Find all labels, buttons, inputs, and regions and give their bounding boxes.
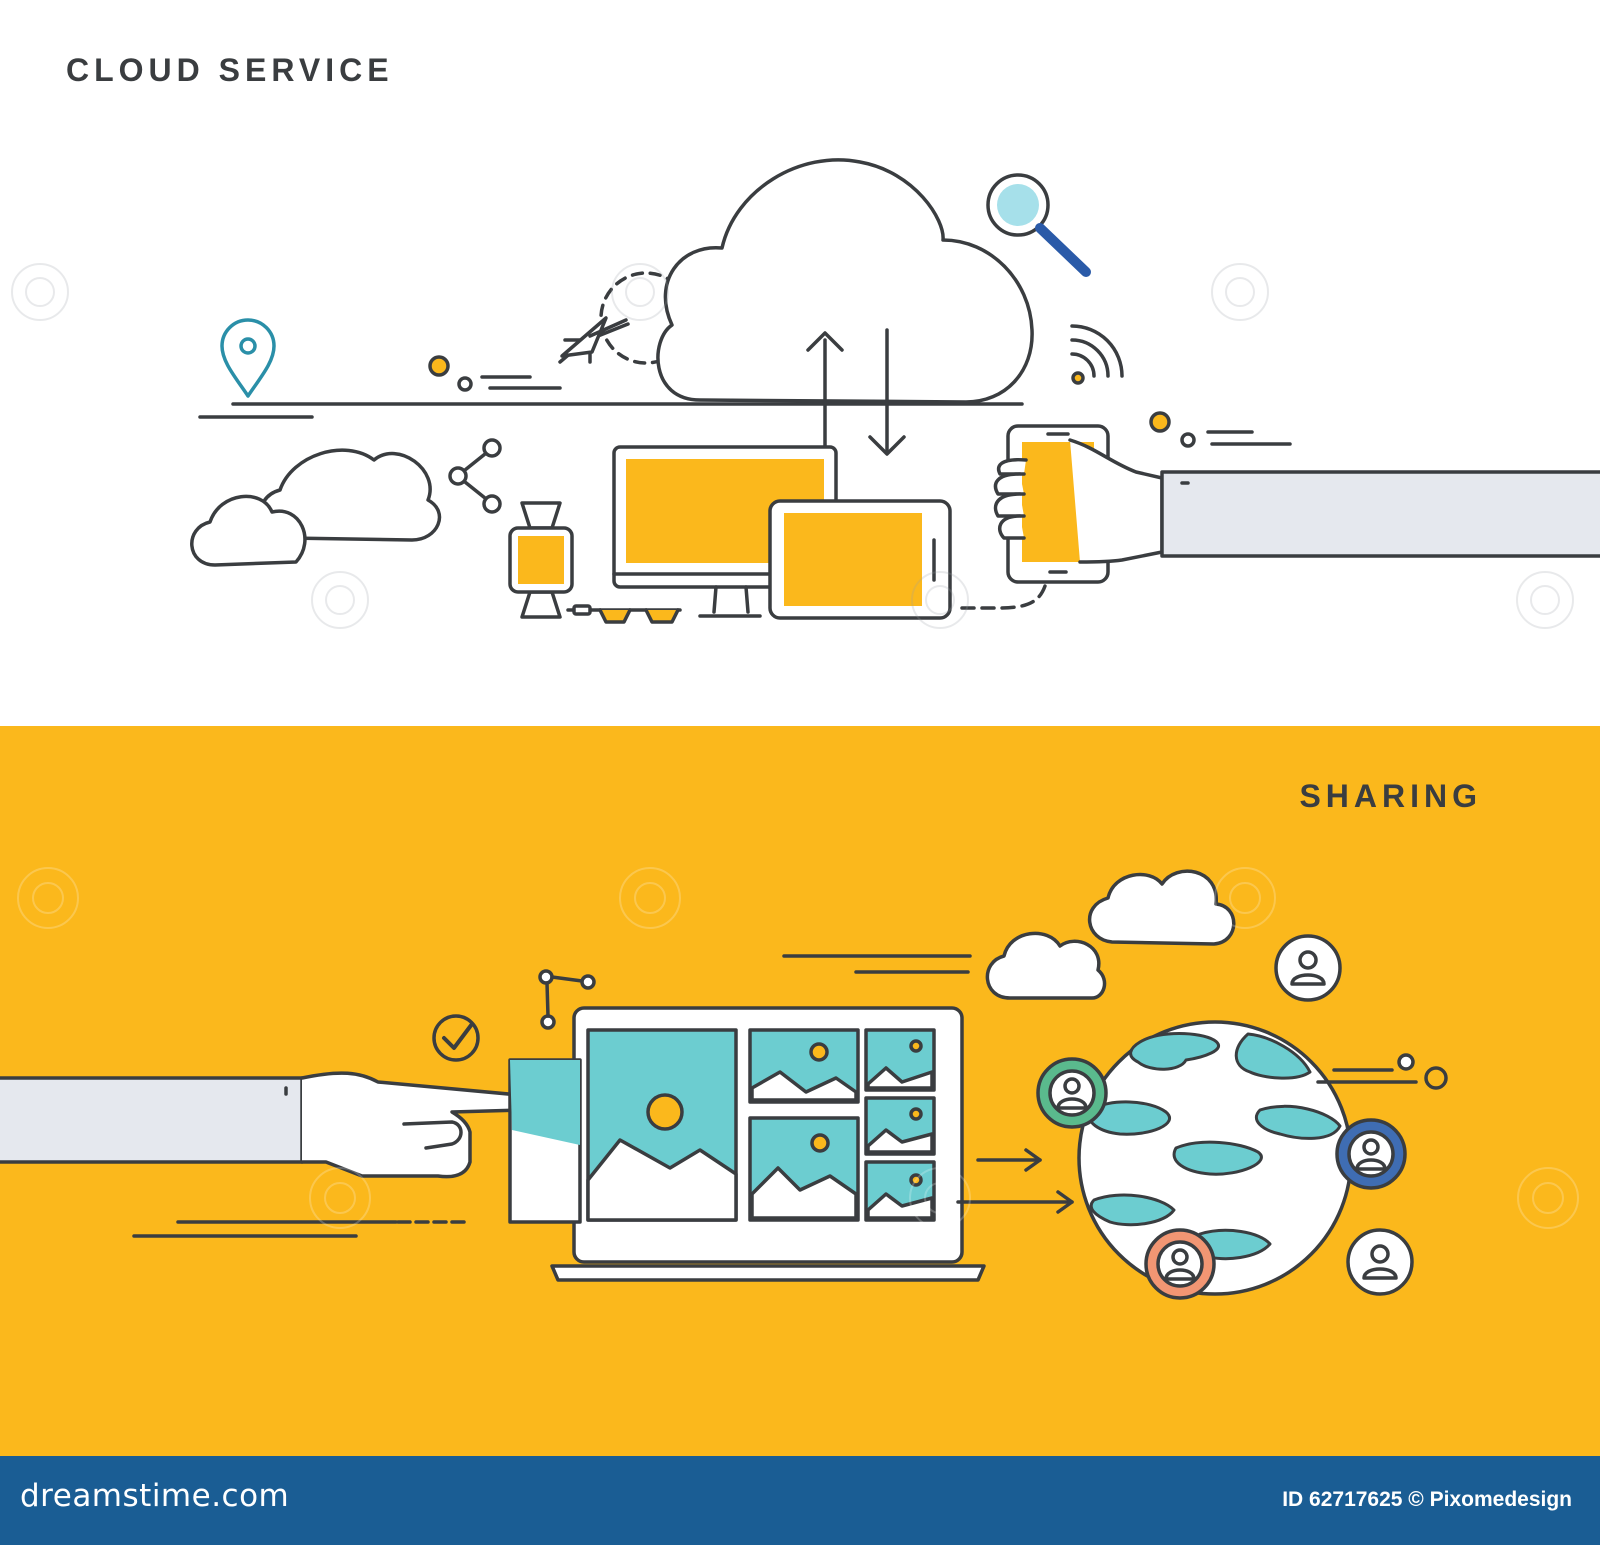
pointing-hand-icon [0,1071,535,1179]
checkmark-icon [432,1014,480,1062]
ground-line [198,402,1024,419]
user-avatar-icon [1335,1118,1407,1190]
node-graph-icon [538,969,596,1030]
cloud-icon [656,158,1034,404]
user-avatar-icon [1274,934,1342,1002]
cloud-service-title: CLOUD SERVICE [66,52,394,88]
glasses-icon [566,604,682,624]
location-pin-icon [220,318,276,398]
speed-lines [782,954,972,974]
footer-credit: ID 62717625 © Pixomedesign [1282,1488,1572,1511]
connector-dots [428,355,562,392]
small-clouds-icon [190,448,442,567]
wifi-icon [1070,324,1124,385]
user-avatar-icon [1144,1228,1216,1300]
tablet-icon [768,499,952,620]
footer-brand: dreamstime.com [20,1478,290,1514]
hand-icon [993,438,1600,564]
cable [960,584,1047,610]
footer-bar: dreamstime.com ID 62717625 © Pixomedesig… [0,1456,1600,1545]
photo-gallery-icon [508,1028,936,1224]
upload-arrow-icon [806,331,844,454]
globe-icon [1077,1020,1353,1296]
download-arrow-icon [868,328,906,456]
watermark-logo [11,263,1574,629]
smartwatch-icon [508,501,574,619]
magnifier-icon [986,173,1091,277]
user-avatar-icon [1346,1228,1414,1296]
speed-lines [132,1220,470,1238]
connector-dots [1316,1053,1448,1090]
sharing-title: SHARING [1299,778,1482,814]
user-avatar-icon [1036,1057,1108,1129]
illustration [0,158,1600,1300]
watermark-logo [17,867,1579,1229]
share-icon [448,438,502,514]
clouds-icon [985,869,1236,1000]
arrow-right-icon [956,1148,1074,1214]
connector-dots [1149,411,1292,448]
